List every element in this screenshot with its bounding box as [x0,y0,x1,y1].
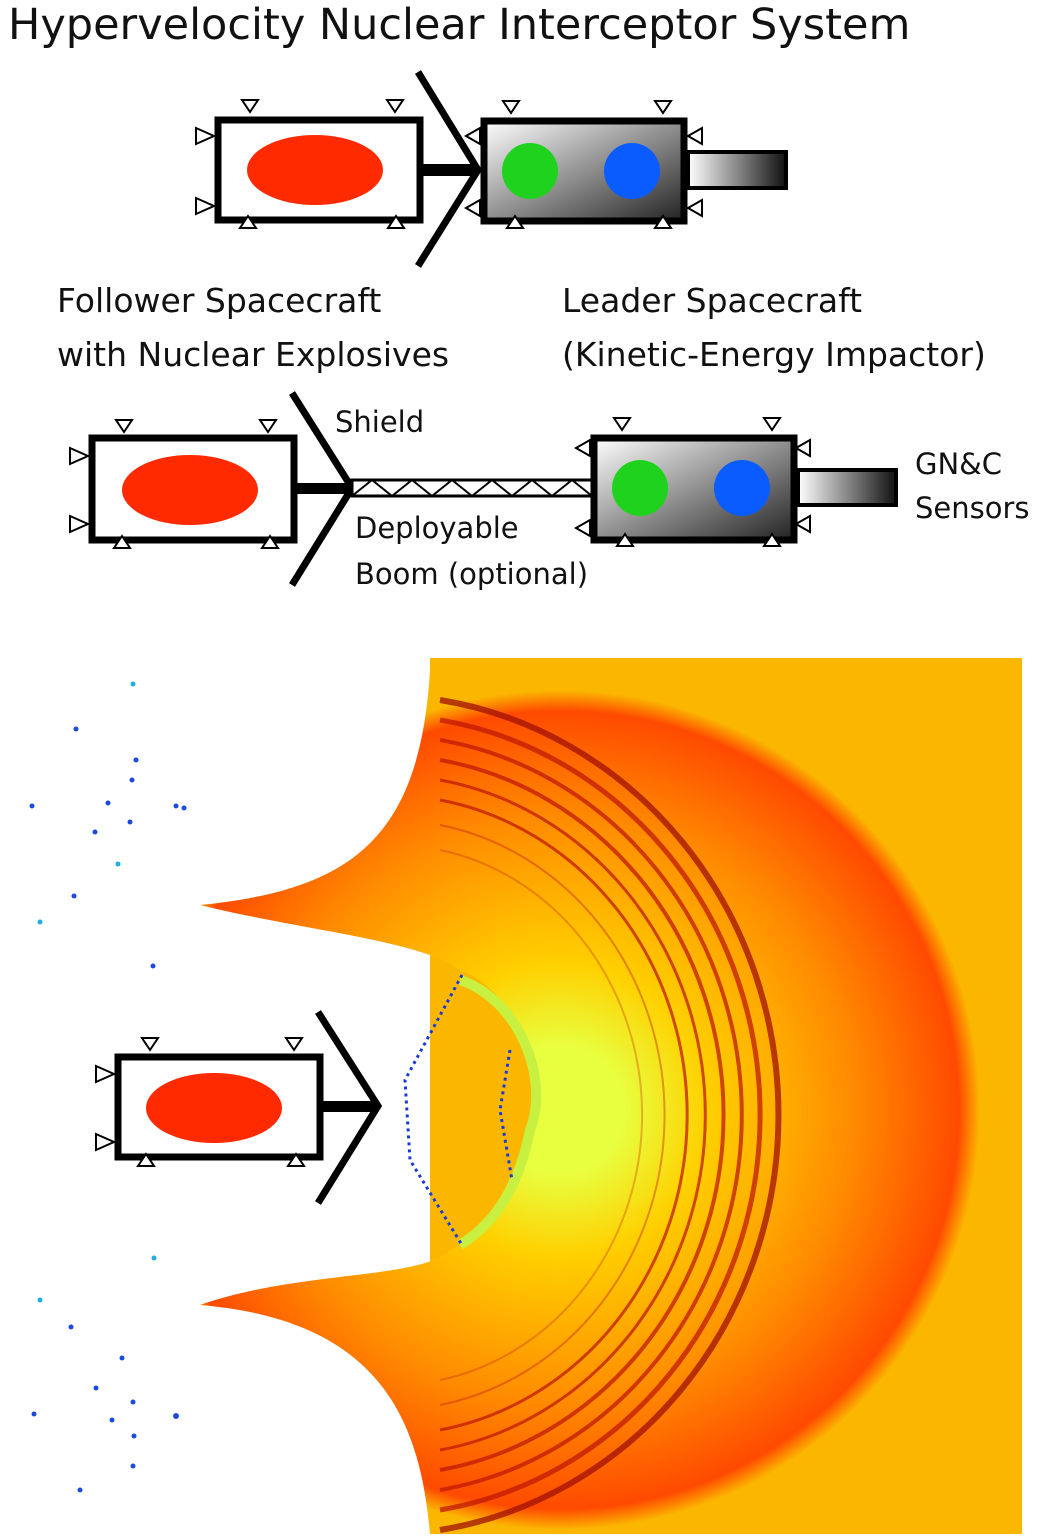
sensors-label-1: GN&C [915,447,1003,481]
scattered-particles [29,681,187,1493]
gnc-sensor [686,150,788,190]
leader-spacecraft-boom [573,417,898,547]
nuclear-explosive [247,135,383,205]
follower-spacecraft-sim [95,1010,383,1205]
follower-label-1: Follower Spacecraft [57,281,382,320]
leader-label-2: (Kinetic-Energy Impactor) [562,335,986,374]
leader-spacecraft-top [463,100,788,229]
page-title: Hypervelocity Nuclear Interceptor System [8,0,911,50]
follower-spacecraft-boom [69,391,357,587]
sensors-label-2: Sensors [915,491,1030,525]
deployable-boom [350,478,594,498]
follower-label-2: with Nuclear Explosives [57,335,450,374]
shield [415,70,483,268]
shock-rings [439,697,782,1533]
boom-label-2: Boom (optional) [355,557,589,591]
shield-label: Shield [335,405,425,439]
boom-label-1: Deployable [355,511,519,545]
blast-plume [200,664,1020,1534]
leader-label-1: Leader Spacecraft [562,281,863,320]
follower-spacecraft-top [195,70,483,268]
blast-simulation [29,658,1022,1534]
